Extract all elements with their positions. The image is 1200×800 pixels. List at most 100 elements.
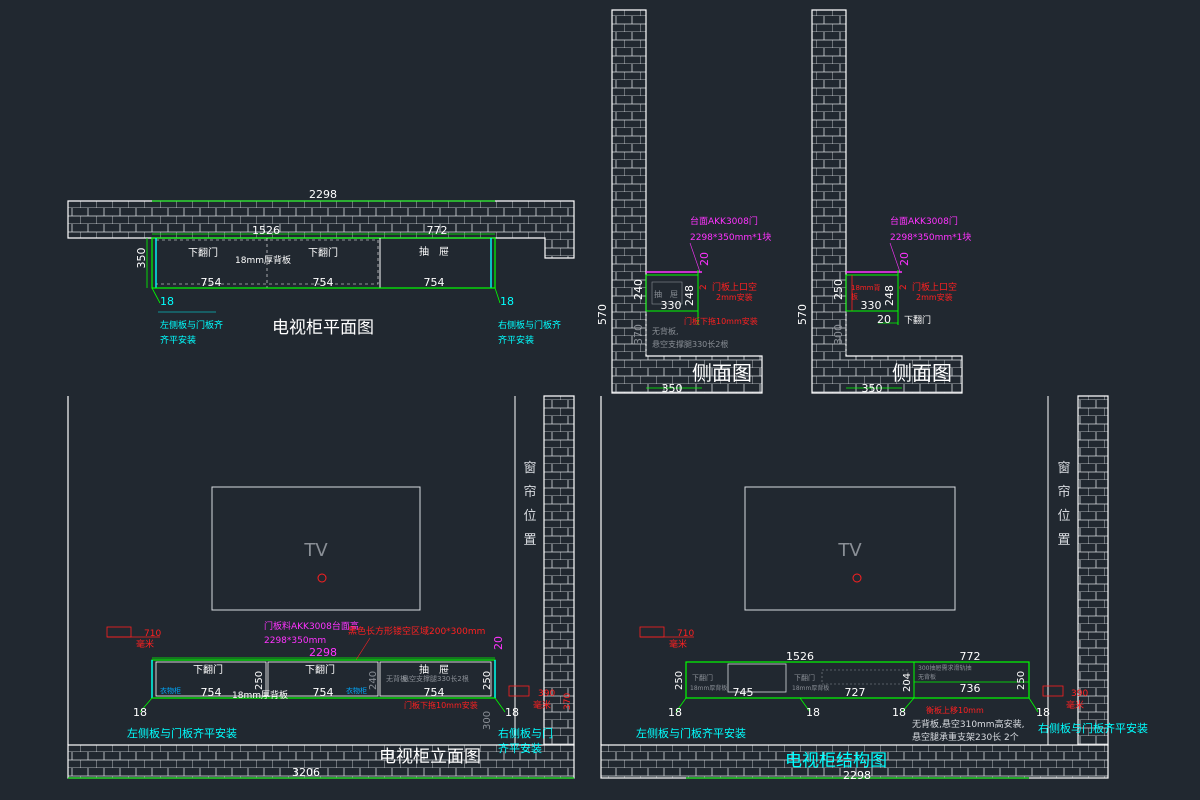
structure-view: TV 窗 帘 位 置 710 毫米 390 毫米 1526 772 下翻门 18… <box>600 395 1148 782</box>
side1-note-grey-2: 悬空支撑腿330长2根 <box>652 339 728 349</box>
struct-dim-18-c: 18 <box>892 706 906 719</box>
elev-level-unit-2: 毫米 <box>533 699 551 711</box>
elev-note-magenta-2: 2298*350mm <box>264 636 326 646</box>
struct-curtain-3: 位 <box>1057 509 1070 524</box>
elev-note-red-top: 黑色长方形镂空区域200*300mm <box>348 625 485 637</box>
struct-dim-772: 772 <box>960 650 981 663</box>
side2-note-door-1: 门板上口空 <box>912 281 957 293</box>
struct-dim-1526: 1526 <box>786 650 814 663</box>
elev-door-left: 下翻门 <box>193 663 223 676</box>
elev-level-unit: 毫米 <box>136 638 154 650</box>
plan-seg-1: 754 <box>201 276 222 289</box>
side1-wall <box>611 9 763 394</box>
elev-note-left: 左侧板与门板齐平安装 <box>127 726 237 740</box>
elev-dim-total: 3206 <box>292 766 320 779</box>
struct-dim-250-r: 250 <box>1016 671 1027 690</box>
elev-dim-2298: 2298 <box>309 646 337 659</box>
struct-curtain-4: 置 <box>1057 533 1070 548</box>
elev-drawer: 抽 屉 <box>419 663 449 676</box>
elev-note-magenta-1: 门板料AKK3008台面高 <box>264 620 359 632</box>
plan-dim-772: 772 <box>427 224 448 237</box>
elev-tv-label: TV <box>303 540 328 561</box>
struct-door-m-sub: 18mm厚背板 <box>792 684 829 692</box>
struct-drawer-note-1: 300抽屉需求滑轨抽 <box>918 664 971 672</box>
side1-title: 侧面图 <box>692 361 752 385</box>
side2-wall <box>811 9 963 394</box>
struct-curtain-1: 窗 <box>1057 460 1070 476</box>
elev-level-710: 710 <box>144 629 161 639</box>
struct-door-m: 下翻门 <box>794 673 815 682</box>
side1-dim-240: 240 <box>632 279 645 300</box>
elev-dim-300: 300 <box>482 711 493 730</box>
side2-door: 下翻门 <box>904 314 931 326</box>
plan-backboard: 18mm厚背板 <box>235 254 291 266</box>
side2-dim-570: 570 <box>796 304 809 325</box>
plan-door-right: 下翻门 <box>308 246 338 259</box>
elev-curtain-4: 置 <box>523 533 536 548</box>
side2-dim-248: 248 <box>883 285 896 306</box>
struct-tv <box>744 486 956 611</box>
side1-dim-330: 330 <box>661 299 682 312</box>
elev-note-drop: 门板下拖10mm安装 <box>404 700 478 710</box>
plan-dim-1526: 1526 <box>252 224 280 237</box>
plan-left-note-2: 齐平安装 <box>160 334 196 346</box>
struct-dim-total: 2298 <box>843 769 871 782</box>
struct-white-note-2: 悬空腿承重支架230长 2个 <box>912 731 1019 743</box>
side1-note-drop: 门板下拖10mm安装 <box>684 316 758 326</box>
plan-right-note-2: 齐平安装 <box>498 334 534 346</box>
side1-note-top-1: 台面AKK3008门 <box>690 215 758 227</box>
side1-dim-248: 248 <box>683 285 696 306</box>
side2-dim-330: 330 <box>861 299 882 312</box>
elev-curtain-2: 帘 <box>523 484 536 500</box>
elev-grey-note-1: 无背板, <box>386 674 409 683</box>
struct-seg-736: 736 <box>960 682 981 695</box>
elev-note-right-1: 右侧板与门 <box>498 726 553 740</box>
side2-dim-300: 300 <box>832 324 845 345</box>
struct-door-l: 下翻门 <box>692 673 713 682</box>
plan-view: 2298 1526 772 350 下翻门 下翻门 18mm厚背板 抽 屉 75… <box>67 188 575 346</box>
struct-level-390: 390 <box>1071 689 1088 699</box>
side1-dim-370: 370 <box>632 324 645 345</box>
struct-seg-745: 745 <box>733 686 754 699</box>
struct-door-l-sub: 18mm厚背板 <box>690 684 727 692</box>
struct-drawer-note-2: 无背板 <box>918 673 936 681</box>
side2-title: 侧面图 <box>892 361 952 385</box>
struct-dim-250-l: 250 <box>674 671 685 690</box>
plan-seg-3: 754 <box>424 276 445 289</box>
struct-white-note-1: 无背板,悬空310mm高安装, <box>912 718 1024 730</box>
side1-drawer: 抽 屉 <box>654 289 678 299</box>
plan-dim-total: 2298 <box>309 188 337 201</box>
elev-level-390: 390 <box>538 689 555 699</box>
plan-left-note-1: 左侧板与门板齐 <box>160 319 223 331</box>
elev-dim-250-l: 250 <box>254 671 265 690</box>
elev-note-right-2: 齐平安装 <box>498 741 542 755</box>
struct-tv-label: TV <box>837 540 862 561</box>
plan-title: 电视柜平面图 <box>272 318 374 338</box>
side-view-2: 18mm背 板 台面AKK3008门 2298*350mm*1块 20 2 门板… <box>796 9 971 395</box>
elev-legend-mid: 衣物柜 <box>346 686 367 695</box>
elev-grey-note-2: 悬空支撑腿330长2根 <box>402 674 469 683</box>
plan-drawer: 抽 屉 <box>419 245 449 258</box>
side1-dim-2: 2 <box>699 284 709 290</box>
elev-dim-20: 20 <box>492 636 505 650</box>
plan-dim-350: 350 <box>135 248 148 269</box>
elev-floor <box>67 744 575 779</box>
plan-right-thickness: 18 <box>500 295 514 308</box>
elev-title: 电视柜立面图 <box>379 747 481 767</box>
side1-note-door-2: 2mm安装 <box>716 292 753 302</box>
struct-dim-18-a: 18 <box>668 706 682 719</box>
elev-seg-2: 754 <box>313 686 334 699</box>
elev-dim-240: 240 <box>368 671 379 690</box>
plan-right-note-1: 右侧板与门板齐 <box>498 319 561 331</box>
struct-socket <box>852 573 862 583</box>
side1-note-top-2: 2298*350mm*1块 <box>690 231 771 243</box>
elev-curtain-1: 窗 <box>523 460 536 476</box>
struct-curtain-2: 帘 <box>1057 484 1070 500</box>
struct-seg-727: 727 <box>845 686 866 699</box>
side1-dim-570: 570 <box>596 304 609 325</box>
elev-dim-18-r: 18 <box>505 706 519 719</box>
side2-note-top-1: 台面AKK3008门 <box>890 215 958 227</box>
side1-dim-20: 20 <box>698 252 711 266</box>
side2-dim-350: 350 <box>862 382 883 395</box>
